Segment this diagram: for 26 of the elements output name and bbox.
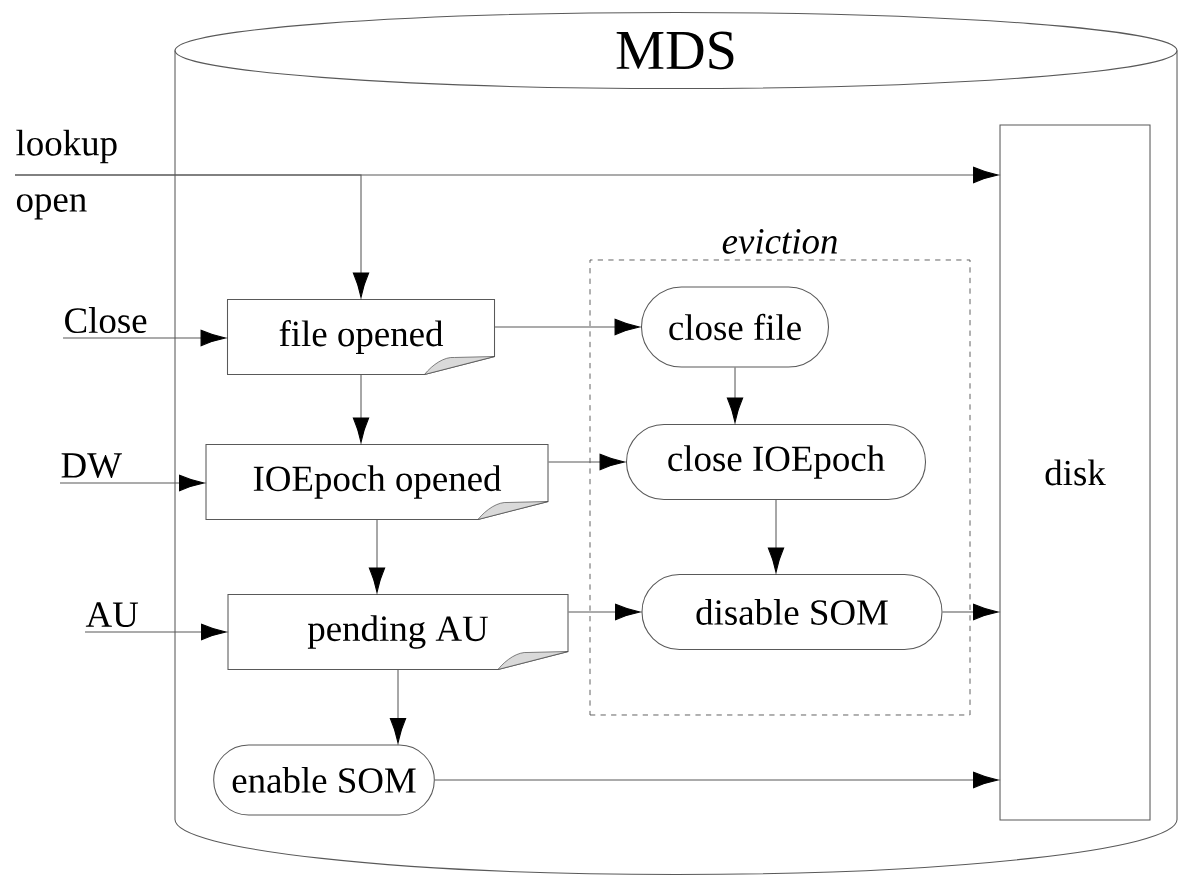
group-title: eviction: [722, 228, 837, 254]
input-label: Close: [65, 307, 147, 334]
document-box: IOEpoch opened: [205, 443, 549, 521]
arrow: [62, 329, 226, 347]
input-label: lookup open: [16, 129, 117, 220]
process-box: enable SOM: [213, 744, 435, 816]
input-label: DW: [61, 453, 122, 479]
arrow: [767, 499, 785, 573]
document-box: pending AU: [227, 593, 569, 671]
arrow: [568, 603, 641, 621]
arrow: [942, 603, 999, 621]
arrow: [14, 174, 370, 298]
arrow: [726, 367, 744, 423]
process-box: close file: [640, 286, 830, 368]
arrow: [434, 771, 999, 789]
input-label: AU: [85, 602, 139, 628]
arrow: [352, 374, 370, 443]
arrow: [84, 623, 227, 641]
process-box: close IOEpoch: [626, 423, 927, 500]
arrow: [368, 519, 386, 593]
process-box: disable SOM: [641, 573, 943, 651]
arrow: [548, 453, 625, 471]
arrow: [59, 474, 205, 492]
arrow: [494, 318, 640, 336]
document-box: file opened: [226, 298, 496, 376]
arrow: [389, 669, 407, 744]
